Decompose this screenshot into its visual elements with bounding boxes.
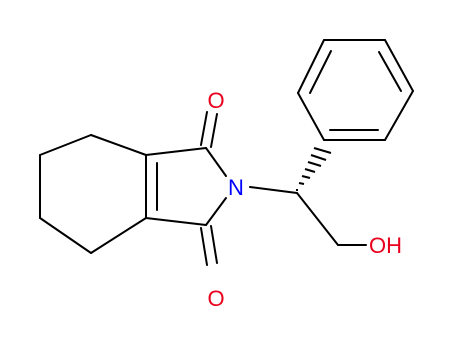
imide-ring (145, 111, 227, 266)
atom-label-n: N (228, 175, 244, 200)
bond-ph-inner-b (378, 51, 402, 92)
bond-c3-c4 (90, 217, 147, 254)
bond-carbonyl-bottom-2 (210, 225, 218, 264)
bond-c3-cbottom (145, 217, 207, 226)
atom-label-oh: OH (369, 233, 402, 258)
bond-stereocenter-ch2 (296, 192, 339, 246)
bond-ph-4 (384, 39, 414, 92)
bond-ph-1 (297, 92, 325, 141)
side-chain (249, 147, 367, 246)
bond-c2-ctop (145, 147, 207, 156)
atom-labels: O N O OH (207, 88, 402, 311)
bond-cbottom-n (205, 197, 227, 226)
cyclohexene-ring (39, 134, 158, 254)
bond-n-stereocenter (249, 186, 298, 194)
bond-ctop-n (205, 147, 227, 177)
hashed-wedge-bond (296, 147, 332, 191)
bond-carbonyl-bottom-1 (200, 227, 208, 266)
atom-label-o-top: O (207, 88, 224, 113)
bond-c6-c1 (39, 134, 92, 156)
bond-ph-2 (297, 39, 325, 94)
bond-carbonyl-top-2 (210, 113, 218, 148)
phenyl-ring (297, 39, 414, 141)
bond-ph-5 (384, 90, 414, 141)
bond-ph-inner-a (309, 50, 332, 94)
bond-c4-c5 (39, 217, 92, 254)
bond-c1-c2 (90, 134, 147, 156)
bond-carbonyl-top-1 (200, 111, 208, 146)
atom-label-o-bottom: O (207, 286, 224, 311)
